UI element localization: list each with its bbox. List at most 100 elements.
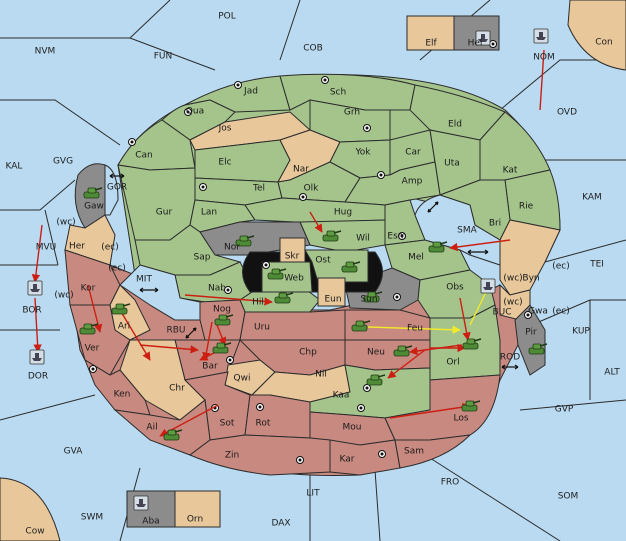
sma-strait-icon-1 (427, 201, 439, 213)
province-sam[interactable] (394, 434, 472, 469)
province-elf[interactable] (406, 15, 455, 51)
label-kor: Kor (81, 284, 96, 294)
label-chp: Chp (299, 348, 317, 358)
label-gwa: Gwa (528, 307, 548, 317)
label-ail: Ail (146, 423, 157, 433)
label-orn: Orn (187, 515, 203, 525)
label-pir: Pir (525, 328, 537, 338)
coast-label-byn-wc: (wc) (503, 274, 522, 284)
label-wil: Wil (356, 234, 370, 244)
label-ver: Ver (85, 344, 100, 354)
province-rot[interactable] (244, 394, 311, 439)
label-sam: Sam (404, 447, 424, 457)
sea-label-cob: COB (303, 44, 323, 54)
label-sch: Sch (330, 88, 346, 98)
label-gaw: Gaw (84, 202, 104, 212)
label-ost: Ost (315, 256, 331, 266)
sea-label-swm: SWM (81, 513, 103, 523)
label-eun: Eun (324, 295, 341, 305)
sea-label-alt: ALT (604, 368, 620, 378)
province-eun[interactable] (317, 277, 346, 307)
sea-label-lit: LIT (306, 489, 320, 499)
label-ari: Ari (118, 322, 130, 332)
province-orn[interactable] (174, 490, 221, 528)
label-mou: Mou (343, 423, 362, 433)
coast-label-kor-wc: (wc) (54, 291, 73, 301)
label-sot: Sot (220, 419, 235, 429)
sea-label-gvg: GVG (53, 157, 73, 167)
sea-label-buc: BUC (492, 308, 511, 318)
gor-strait-icon (109, 173, 125, 179)
sea-label-ovd: OVD (557, 108, 577, 118)
label-uta: Uta (444, 159, 460, 169)
label-rie: Rie (519, 202, 534, 212)
province-labels: Jad Sch Qua Jos Grh Eld Can Elc Nar Yok … (54, 39, 569, 527)
sea-label-sma: SMA (457, 226, 477, 236)
label-elc: Elc (218, 158, 231, 168)
province-ail[interactable] (113, 399, 211, 456)
province-ken[interactable] (83, 358, 151, 416)
label-bri: Bri (489, 219, 501, 229)
orders (31, 49, 545, 437)
label-kaa: Kaa (333, 391, 350, 401)
label-zin: Zin (225, 451, 239, 461)
sea-label-kal: KAL (6, 162, 23, 172)
sea-label-con: Con (595, 38, 613, 48)
sea-label-mvu: MVU (36, 243, 57, 253)
label-jos: Jos (218, 124, 232, 134)
label-jad: Jad (243, 87, 258, 97)
coast-label-kor-ec: (ec) (108, 264, 126, 274)
label-nog: Nog (213, 305, 231, 315)
province-los[interactable] (384, 374, 501, 441)
label-web: Web (284, 274, 304, 284)
province-jad[interactable] (184, 75, 291, 113)
sea-label-fro: FRO (441, 478, 460, 488)
province-qua[interactable] (161, 99, 236, 141)
label-can: Can (135, 151, 153, 161)
sea-label-rod: ROD (500, 353, 520, 363)
label-sap: Sap (194, 253, 211, 263)
sea-label-bor: BOR (22, 306, 41, 316)
label-chr: Chr (169, 384, 185, 394)
label-rot: Rot (256, 419, 271, 429)
label-hel: Hel (468, 39, 483, 49)
label-los: Los (453, 414, 468, 424)
supply-centers (89, 40, 532, 464)
label-hil: Hil (252, 298, 264, 308)
mit-strait-icon (139, 287, 159, 293)
sea-label-pol: POL (218, 12, 236, 22)
label-orl: Orl (446, 358, 459, 368)
label-gur: Gur (156, 208, 173, 218)
label-neu: Neu (367, 348, 385, 358)
label-aba: Aba (142, 517, 159, 527)
coast-label-gwa-ec: (ec) (552, 307, 570, 317)
sea-label-kup: KUP (572, 327, 590, 337)
province-byn[interactable] (499, 219, 561, 296)
label-nar: Nar (293, 165, 309, 175)
label-hug: Hug (334, 208, 352, 218)
sea-label-gor: GOR (107, 183, 127, 193)
label-elf: Elf (425, 39, 437, 49)
label-nor: Nor (224, 243, 240, 253)
sea-gor-channel (104, 164, 119, 216)
strait-markers (109, 173, 519, 370)
label-byn: Byn (522, 274, 539, 284)
label-obs: Obs (446, 283, 464, 293)
label-feu: Feu (407, 324, 423, 334)
label-nab: Nab (208, 284, 226, 294)
province-can[interactable] (117, 119, 196, 171)
label-car: Car (405, 148, 421, 158)
province-zin[interactable] (189, 434, 331, 476)
sea-label-cow: Cow (25, 527, 44, 537)
label-olk: Olk (304, 184, 320, 194)
rbu-strait-icon (185, 327, 197, 339)
sma-strait-icon-2 (467, 249, 489, 255)
label-kat: Kat (503, 166, 518, 176)
label-esm: Esm (387, 232, 406, 242)
province-pir[interactable] (514, 304, 546, 376)
sea-label-dax: DAX (271, 519, 290, 529)
label-grh: Grh (344, 108, 360, 118)
sea-label-gvp: GVP (555, 405, 574, 415)
